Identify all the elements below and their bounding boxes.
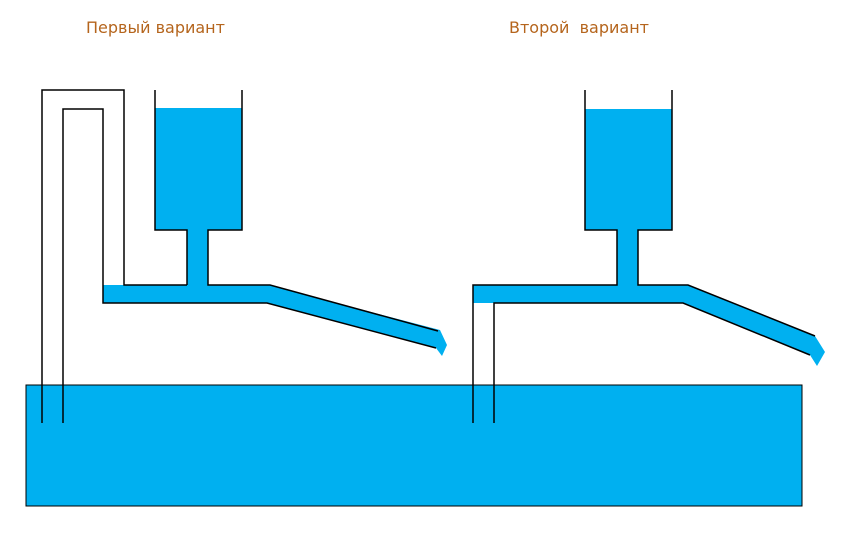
- variant-2-tank-water: [585, 109, 672, 230]
- variant-1-siphon-inner: [62, 108, 437, 423]
- variant-2-tank-outline-right: [637, 90, 816, 337]
- variant-2-pipe-bottom: [493, 302, 811, 423]
- variant-1-pipe-water: [103, 285, 271, 303]
- water-basin: [25, 384, 803, 507]
- variant-1-tank-water: [155, 108, 242, 230]
- variant-1-label: Первый вариант: [86, 18, 225, 37]
- variant-1-tank-outline-right: [207, 90, 439, 332]
- variant-2-label: Второй вариант: [509, 18, 649, 37]
- variant-2-spout-water: [683, 285, 825, 366]
- variant-2-tank-outline-left: [472, 90, 618, 423]
- variant-1-tank-outline: [154, 90, 188, 285]
- variant-1-apparatus: [41, 89, 447, 423]
- variant-2-neck-water: [617, 229, 638, 286]
- variant-1-spout-water: [266, 285, 447, 356]
- variant-2-apparatus: [472, 90, 825, 423]
- variant-1-siphon-outer: [41, 89, 187, 423]
- variant-1-neck-water: [187, 229, 208, 286]
- variant-2-pipe-water: [473, 285, 688, 303]
